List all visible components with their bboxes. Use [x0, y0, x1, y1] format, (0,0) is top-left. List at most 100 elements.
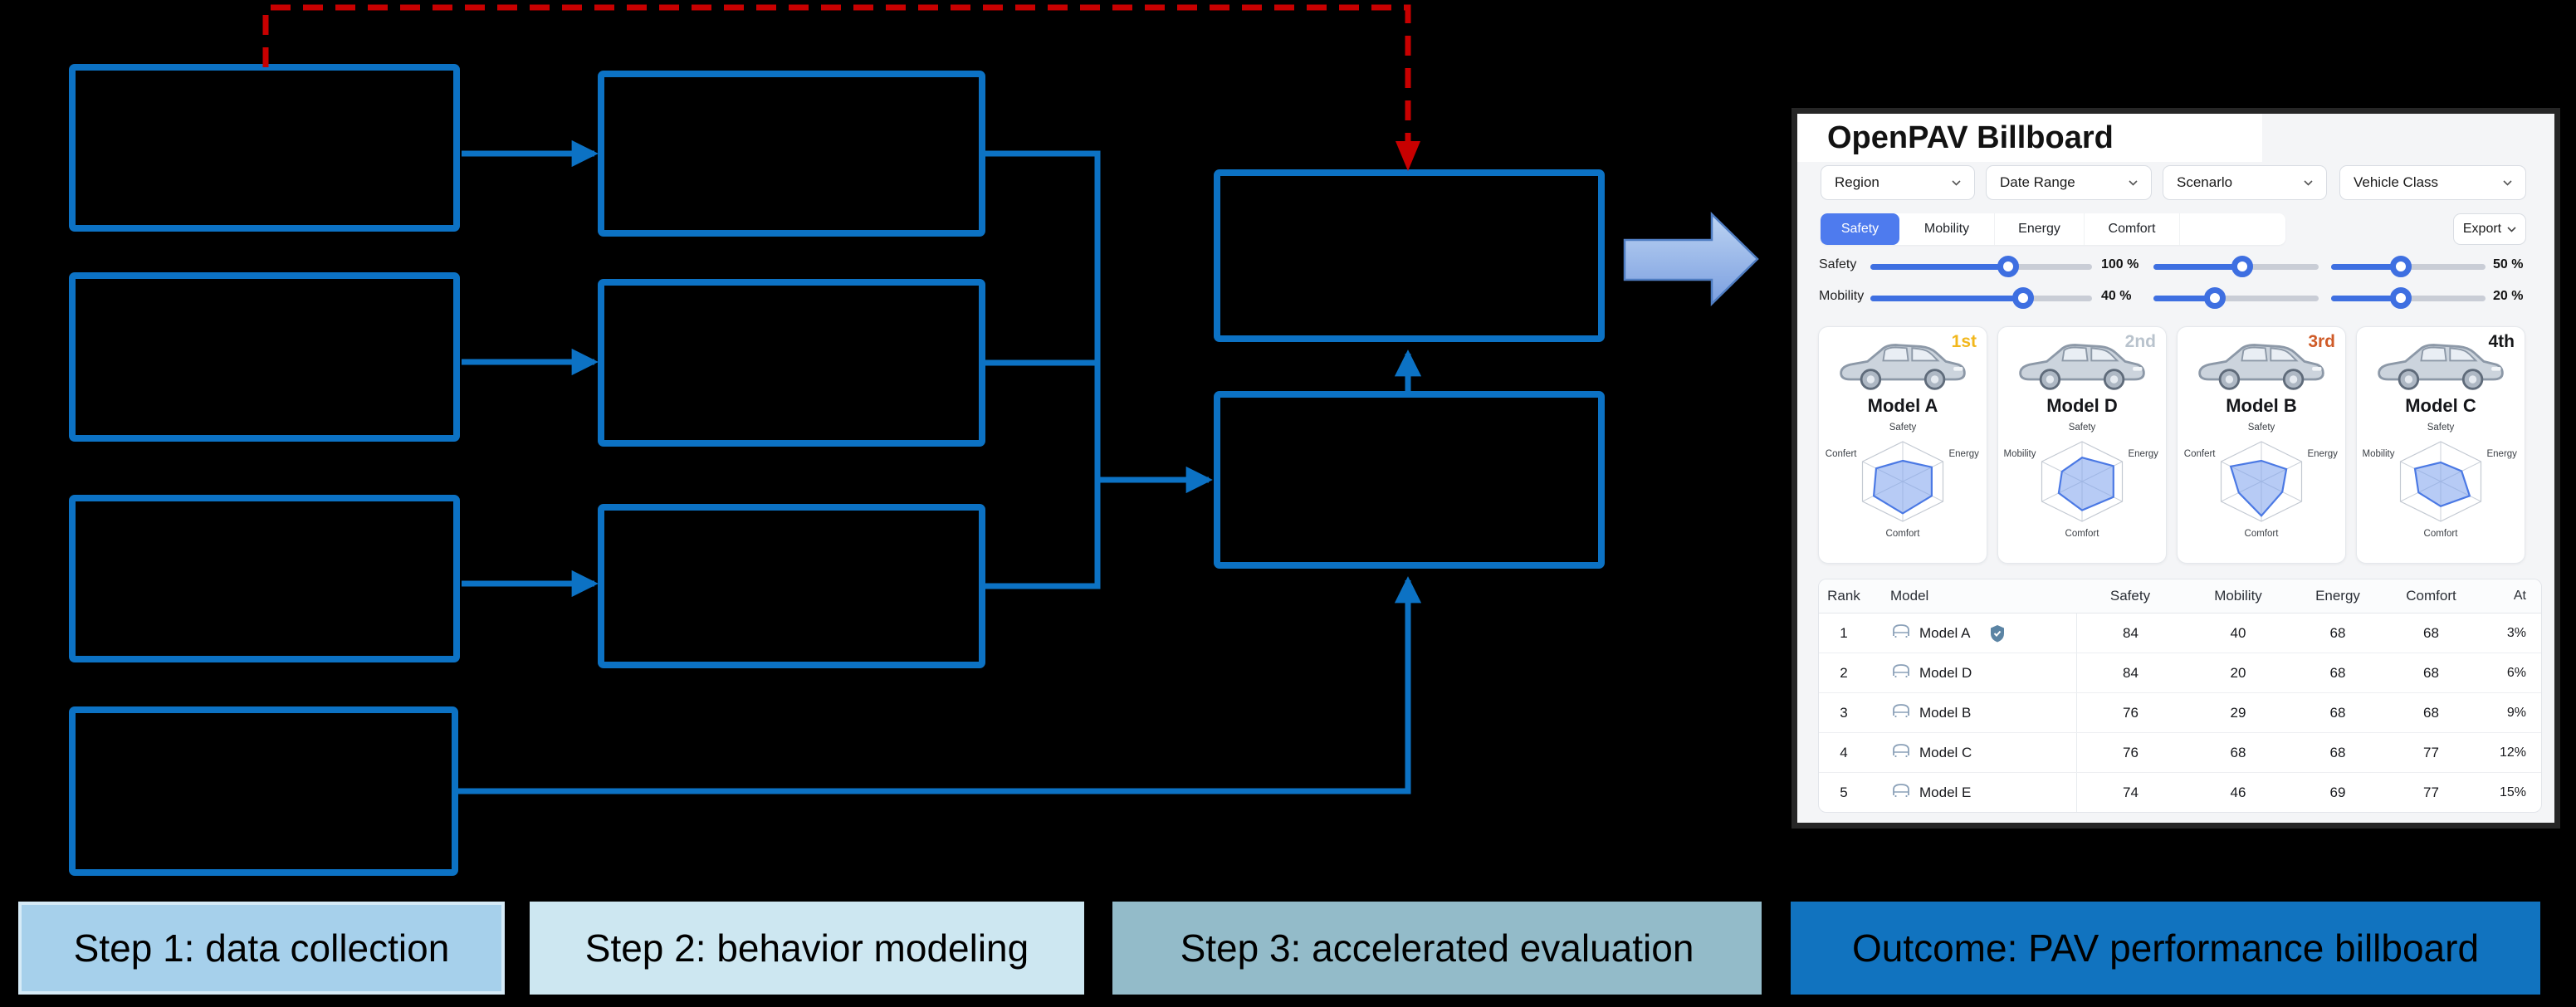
slider-track[interactable]	[2153, 296, 2319, 301]
rank-badge: 1st	[1951, 332, 1977, 351]
model-cell-label: Model A	[1919, 624, 1971, 641]
table-row: 4 Model C 76 68 68 77 12%	[1819, 732, 2541, 772]
slider-thumb[interactable]	[2012, 287, 2035, 309]
model-cell: Model B	[1869, 702, 2076, 723]
table-row: 1 Model A 84 40 68 68 3%	[1819, 613, 2541, 653]
step-label-outcome: Outcome: PAV performance billboard	[1791, 902, 2540, 995]
svg-text:Energy: Energy	[1948, 449, 1979, 459]
slider-fill	[1870, 296, 2024, 301]
energy-cell: 68	[2329, 624, 2346, 641]
energy-cell: 69	[2329, 784, 2346, 800]
svg-text:Safety: Safety	[2427, 423, 2455, 433]
flow-boxes	[69, 64, 1605, 876]
scenario-dropdown[interactable]: Scenarlo	[2163, 165, 2327, 200]
model-cell-label: Model D	[1919, 664, 1972, 681]
at-cell: 3%	[2506, 625, 2526, 640]
at-cell: 6%	[2506, 665, 2526, 680]
svg-text:Energy: Energy	[2307, 449, 2338, 459]
slider-thumb[interactable]	[2231, 256, 2254, 277]
date-range-dropdown-label: Date Range	[2000, 174, 2075, 190]
region-dropdown-label: Region	[1835, 174, 1879, 190]
col-header-at: At	[2513, 589, 2526, 603]
tab-mobility[interactable]: Mobility	[1899, 213, 1995, 245]
safety-cell: 76	[2076, 733, 2184, 772]
table-row: 3 Model B 76 29 68 68 9%	[1819, 692, 2541, 732]
mobility-slider-3[interactable]	[2331, 283, 2486, 313]
flow-box-step1-1	[69, 64, 460, 232]
slider-thumb[interactable]	[2203, 287, 2226, 309]
energy-cell: 68	[2329, 704, 2346, 721]
tab-energy[interactable]: Energy	[1995, 213, 2085, 245]
vehicle-class-dropdown[interactable]: Vehicle Class	[2339, 165, 2526, 200]
feedback-arrowhead	[1396, 141, 1420, 171]
comfort-cell: 77	[2423, 784, 2439, 800]
col-header-mobility: Mobility	[2214, 588, 2262, 604]
model-cell-label: Model C	[1919, 744, 1972, 760]
mobility-cell: 46	[2230, 784, 2246, 800]
model-cell-label: Model E	[1919, 784, 1972, 800]
svg-text:Confert: Confert	[1826, 449, 1858, 459]
car-image	[2374, 339, 2507, 394]
mobility-cell: 29	[2230, 704, 2246, 721]
safety-cell: 84	[2076, 613, 2184, 653]
car-image	[2016, 339, 2148, 394]
tab-safety[interactable]: Safety	[1821, 213, 1899, 245]
slider-thumb[interactable]	[1997, 256, 2019, 277]
step-label-2: Step 2: behavior modeling	[530, 902, 1084, 995]
svg-text:Energy: Energy	[2486, 449, 2517, 459]
chevron-down-icon	[2507, 226, 2516, 232]
slider-thumb[interactable]	[2389, 256, 2412, 277]
energy-cell: 68	[2329, 664, 2346, 681]
flow-box-step1-4	[69, 706, 458, 876]
mobility-slider-2[interactable]	[2153, 283, 2319, 313]
slider-fill	[2331, 296, 2401, 301]
svg-text:Mobility: Mobility	[2363, 449, 2395, 459]
flow-box-step3-bottom	[1214, 391, 1605, 569]
rank-cell: 3	[1840, 704, 1848, 721]
region-dropdown[interactable]: Region	[1821, 165, 1975, 200]
flow-box-step2-2	[598, 279, 985, 447]
flow-box-step1-2	[69, 272, 460, 442]
table-row: 2 Model D 84 20 68 68 6%	[1819, 653, 2541, 692]
model-cell: Model E	[1869, 782, 2076, 803]
step-label-1: Step 1: data collection	[18, 902, 505, 995]
car-icon	[1890, 782, 1912, 803]
feedback-dashed-arrow	[262, 4, 1420, 171]
tab-comfort[interactable]: Comfort	[2085, 213, 2180, 245]
svg-text:Safety: Safety	[1889, 423, 1917, 433]
safety-slider-3[interactable]	[2331, 252, 2486, 281]
slider-fill	[2153, 264, 2243, 270]
ranking-table: Rank Model Safety Mobility Energy Comfor…	[1818, 579, 2542, 813]
mobility-slider-1[interactable]	[1870, 283, 2092, 313]
model-cell: Model D	[1869, 662, 2076, 683]
rank-cell: 5	[1840, 784, 1848, 800]
svg-text:Comfort: Comfort	[2065, 529, 2100, 539]
col-header-energy: Energy	[2315, 588, 2360, 604]
slider-value: 20 %	[2493, 289, 2524, 303]
slider-thumb[interactable]	[2389, 287, 2412, 309]
mobility-slider-row: Mobility 40 % 20 %	[1797, 283, 2554, 313]
date-range-dropdown[interactable]: Date Range	[1986, 165, 2152, 200]
flow-arrows	[455, 139, 1422, 794]
flow-box-step2-1	[598, 71, 985, 237]
safety-cell: 84	[2076, 653, 2184, 692]
at-cell: 9%	[2506, 705, 2526, 720]
safety-slider-1[interactable]	[1870, 252, 2092, 281]
car-icon	[1890, 662, 1912, 683]
svg-text:Comfort: Comfort	[1886, 529, 1921, 539]
rank-badge: 3rd	[2308, 332, 2335, 351]
flow-box-step1-3	[69, 495, 460, 662]
safety-slider-2[interactable]	[2153, 252, 2319, 281]
col-header-model: Model	[1890, 588, 1929, 604]
table-row: 5 Model E 74 46 69 77 15%	[1819, 772, 2541, 812]
export-button[interactable]: Export	[2453, 213, 2526, 245]
page-title: OpenPAV Billboard	[1827, 120, 2114, 155]
scenario-dropdown-label: Scenarlo	[2177, 174, 2233, 190]
comfort-cell: 68	[2423, 624, 2439, 641]
model-name: Model B	[2226, 395, 2297, 416]
model-name: Model C	[2405, 395, 2476, 416]
